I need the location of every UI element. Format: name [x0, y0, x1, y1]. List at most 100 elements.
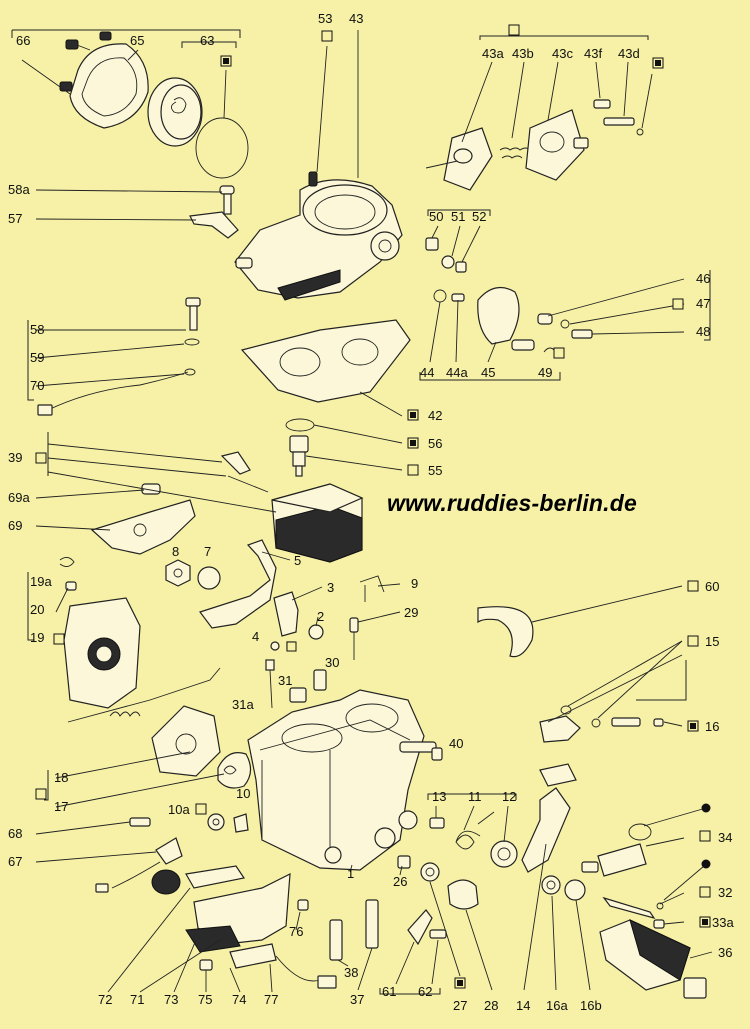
label-10a: 10a: [168, 802, 190, 817]
label-43f: 43f: [584, 46, 602, 61]
label-49: 49: [538, 365, 552, 380]
label-60: 60: [705, 579, 719, 594]
label-50: 50: [429, 209, 443, 224]
label-40: 40: [449, 736, 463, 751]
label-61: 61: [382, 984, 396, 999]
label-69: 69: [8, 518, 22, 533]
label-43: 43: [349, 11, 363, 26]
label-46: 46: [696, 271, 710, 286]
label-16a: 16a: [546, 998, 568, 1013]
label-5: 5: [294, 553, 301, 568]
label-43b: 43b: [512, 46, 534, 61]
part-67-68-cutoff-valve: [95, 817, 183, 895]
label-58: 58: [30, 322, 44, 337]
label-57: 57: [8, 211, 22, 226]
leader-lines: [11, 29, 713, 995]
label-4: 4: [252, 629, 259, 644]
part-19-20-pulldown: [59, 557, 221, 723]
part-17-18-diaphragm: [151, 705, 252, 789]
label-75: 75: [198, 992, 212, 1007]
label-43d: 43d: [618, 46, 640, 61]
label-13: 13: [432, 789, 446, 804]
part-42-gasket: [240, 319, 411, 403]
part-58a-screw: [219, 185, 235, 215]
part-32-36-cutoff-solenoid: [581, 823, 707, 999]
part-43-accelerator-pump: [425, 99, 644, 191]
part-58-59-70-earth-wire: [37, 297, 201, 416]
label-48: 48: [696, 324, 710, 339]
legend-marks: [35, 24, 711, 989]
label-45: 45: [481, 365, 495, 380]
label-34: 34: [718, 830, 732, 845]
label-14: 14: [516, 998, 530, 1013]
label-31: 31: [278, 673, 292, 688]
part-39-float: [220, 451, 364, 563]
part-11-12-13-spring: [429, 811, 518, 868]
label-19a: 19a: [30, 574, 52, 589]
label-36: 36: [718, 945, 732, 960]
label-58a: 58a: [8, 182, 30, 197]
label-1: 1: [347, 866, 354, 881]
label-29: 29: [404, 605, 418, 620]
label-56: 56: [428, 436, 442, 451]
part-16a-16b: [541, 875, 586, 901]
label-73: 73: [164, 992, 178, 1007]
label-70: 70: [30, 378, 44, 393]
label-18: 18: [54, 770, 68, 785]
label-20: 20: [30, 602, 44, 617]
label-65: 65: [130, 33, 144, 48]
label-52: 52: [472, 209, 486, 224]
part-10-10a: [207, 813, 249, 833]
label-3: 3: [327, 580, 334, 595]
label-43a: 43a: [482, 46, 504, 61]
label-71: 71: [130, 992, 144, 1007]
label-8: 8: [172, 544, 179, 559]
label-17: 17: [54, 799, 68, 814]
label-38: 38: [344, 965, 358, 980]
part-drawings: [37, 31, 707, 999]
part-14-throttle-lever: [521, 763, 577, 873]
label-10: 10: [236, 786, 250, 801]
part-57-bracket: [189, 211, 239, 239]
part-69-choke-lever: [90, 483, 196, 555]
label-31a: 31a: [232, 697, 254, 712]
label-32: 32: [718, 885, 732, 900]
label-44a: 44a: [446, 365, 468, 380]
label-42: 42: [428, 408, 442, 423]
label-15: 15: [705, 634, 719, 649]
part-61-62: [407, 909, 447, 946]
part-63-choke-housing: [147, 77, 249, 179]
label-7: 7: [204, 544, 211, 559]
label-12: 12: [502, 789, 516, 804]
label-74: 74: [232, 992, 246, 1007]
label-66: 66: [16, 33, 30, 48]
label-2: 2: [317, 609, 324, 624]
label-19: 19: [30, 630, 44, 645]
label-16: 16: [705, 719, 719, 734]
part-30-31-jets: [265, 659, 327, 709]
label-9: 9: [411, 576, 418, 591]
label-76: 76: [289, 924, 303, 939]
label-33a: 33a: [712, 915, 734, 930]
label-37: 37: [350, 992, 364, 1007]
part-5-7-8-linkage: [165, 539, 277, 629]
label-51: 51: [451, 209, 465, 224]
label-63: 63: [200, 33, 214, 48]
label-30: 30: [325, 655, 339, 670]
label-72: 72: [98, 992, 112, 1007]
label-77: 77: [264, 992, 278, 1007]
label-62: 62: [418, 984, 432, 999]
part-2-4-9-29-small: [270, 575, 385, 660]
label-53: 53: [318, 11, 332, 26]
part-60-fuel-hose: [477, 606, 534, 658]
part-15-16-idle-jet: [539, 705, 664, 743]
label-68: 68: [8, 826, 22, 841]
part-number-labels: 66 65 63 53 43 43a 43b 43c 43f 43d 58a 5…: [8, 11, 734, 1013]
label-28: 28: [484, 998, 498, 1013]
label-59: 59: [30, 350, 44, 365]
part-1-carburettor-body: [247, 689, 437, 871]
label-44: 44: [420, 365, 434, 380]
label-47: 47: [696, 296, 710, 311]
label-11: 11: [468, 789, 482, 804]
